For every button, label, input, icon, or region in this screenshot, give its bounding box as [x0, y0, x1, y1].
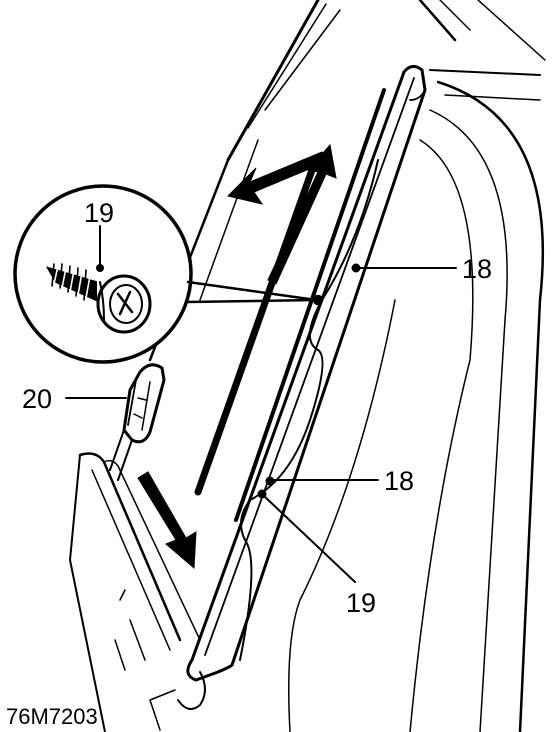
callout-18-upper: 18 [462, 254, 492, 284]
callout-20: 20 [22, 384, 52, 414]
screw-detail-inset [13, 184, 193, 364]
self-tapping-screw-icon [45, 263, 152, 334]
leader-lines [65, 225, 457, 583]
callout-19-lower: 19 [346, 588, 376, 618]
glass-guide-bar [194, 88, 386, 522]
inset-connector [184, 280, 324, 306]
retaining-clip-20 [109, 363, 166, 481]
callout-18-lower: 18 [384, 466, 414, 496]
removal-arrow-lower [137, 471, 197, 570]
callout-19-inset: 19 [84, 198, 114, 228]
figure-reference: 76M7203 [6, 704, 98, 729]
window-channel-strip [177, 65, 427, 710]
removal-arrow-upper [227, 143, 337, 285]
vehicle-body-outline [69, 0, 546, 732]
